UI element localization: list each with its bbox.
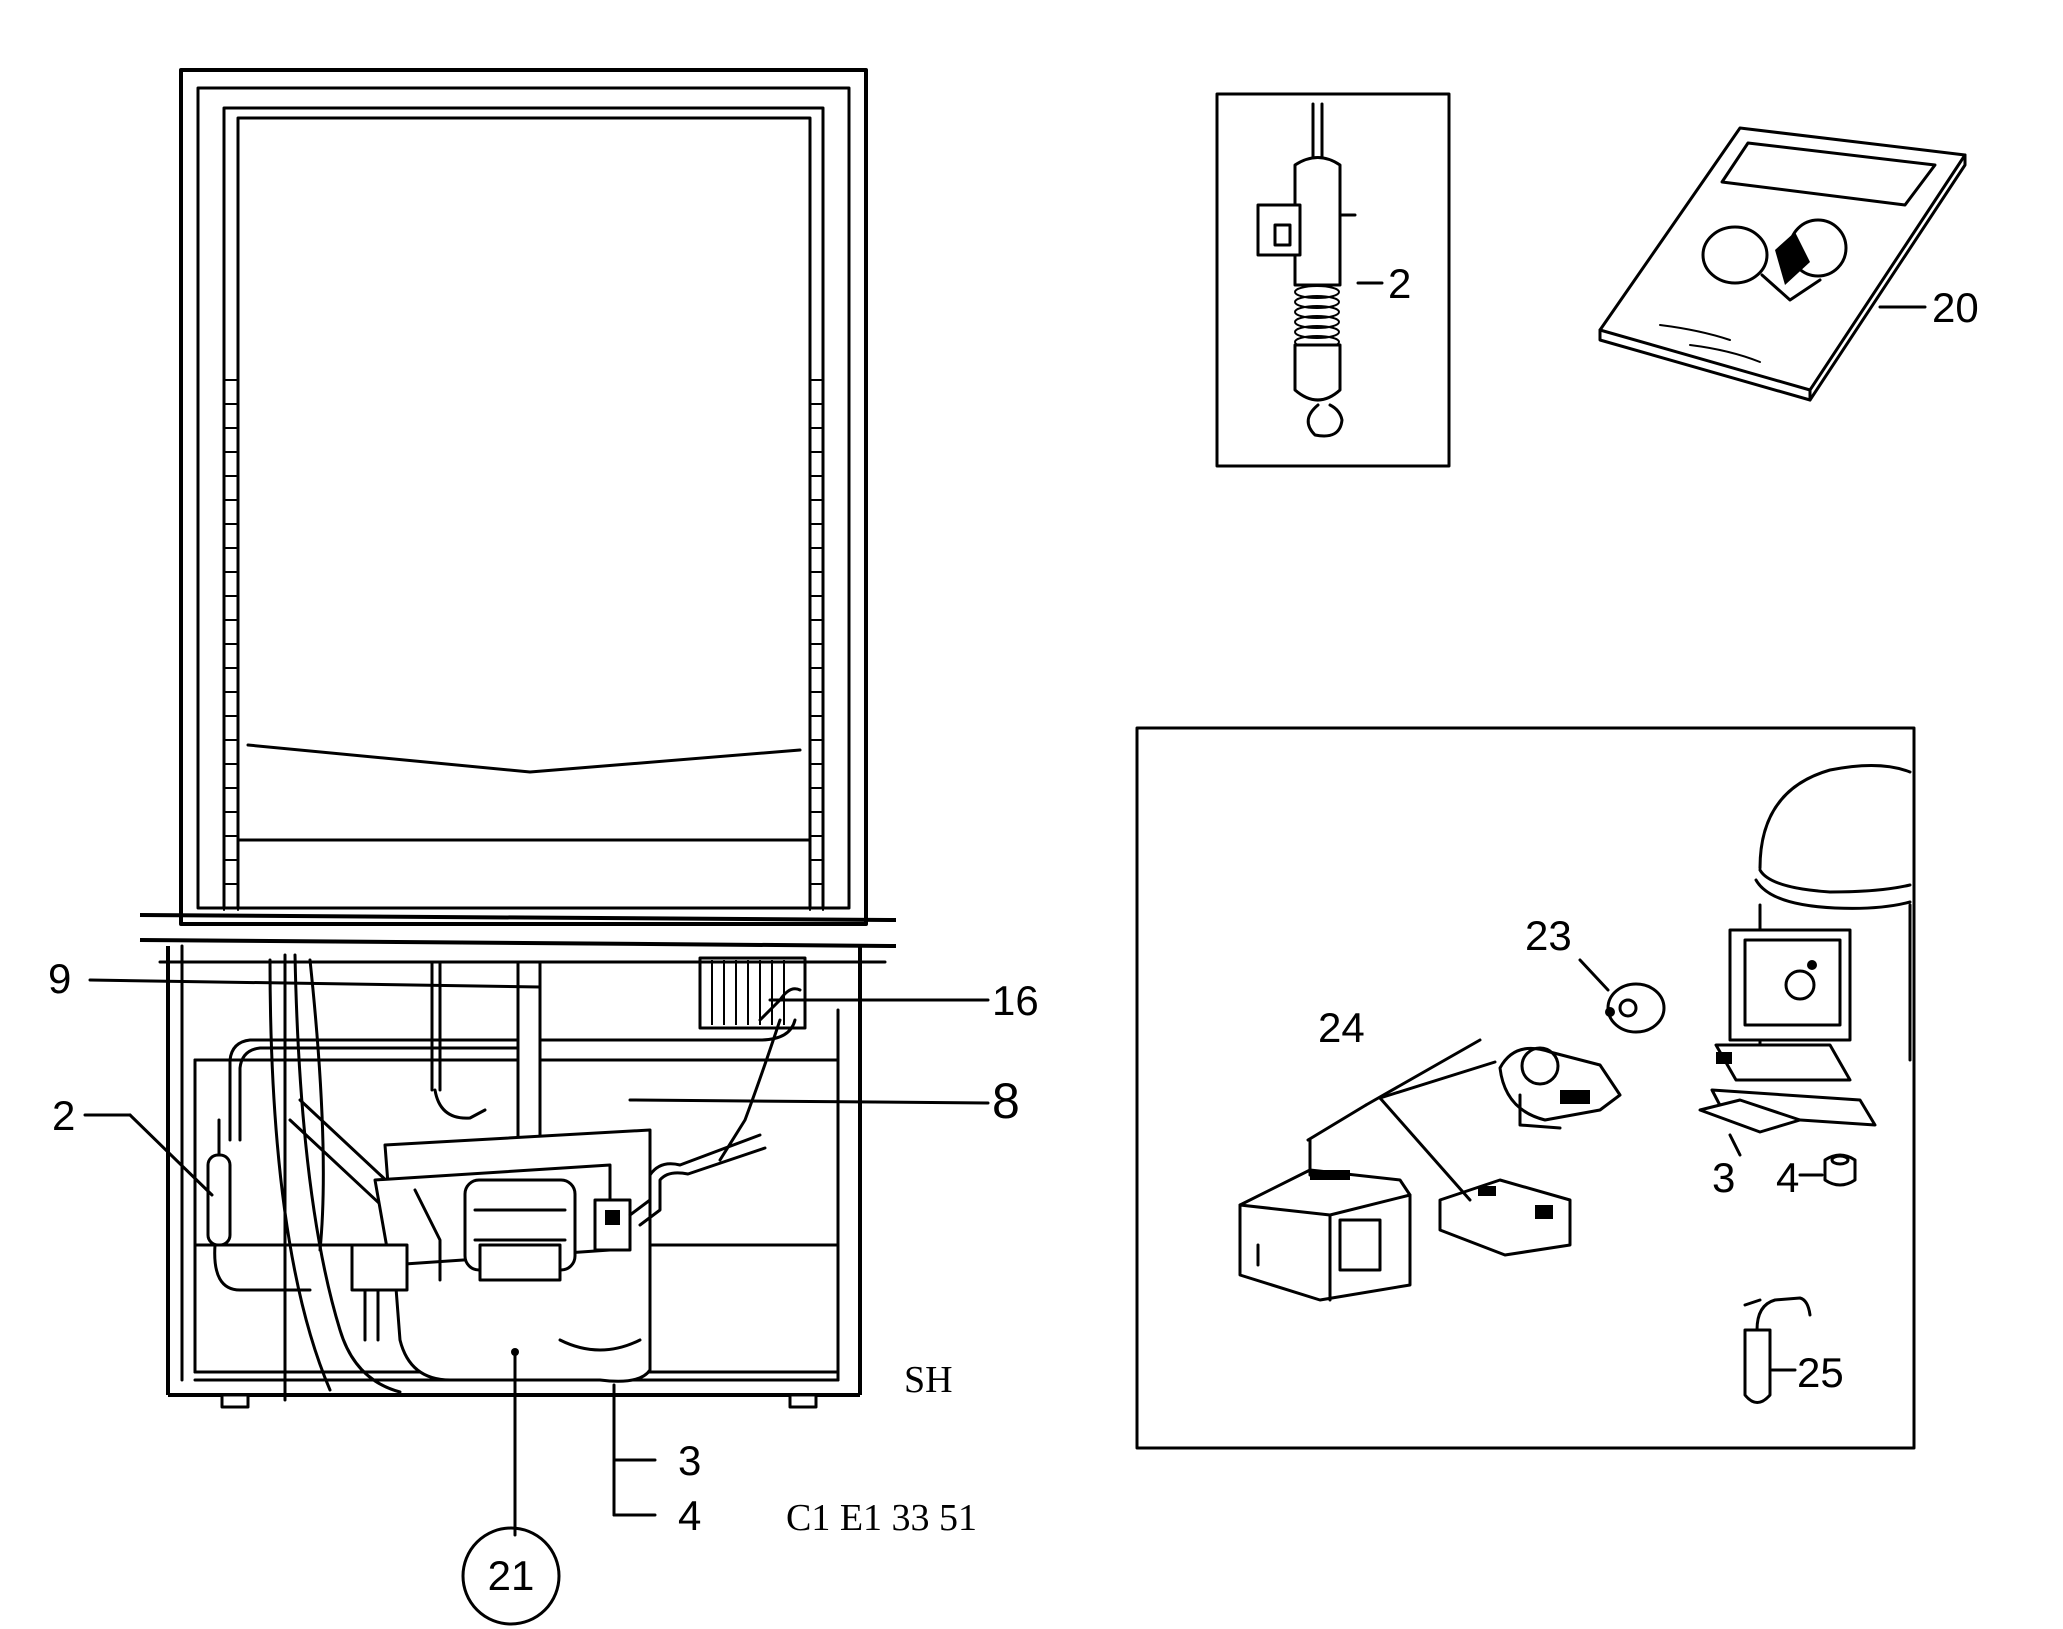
callout-9: 9: [48, 955, 71, 1002]
callout-20: 20: [1932, 284, 1979, 331]
callout-4-main: 4: [678, 1492, 701, 1539]
compressor: [350, 1128, 767, 1383]
callout-2-main: 2: [52, 1092, 75, 1139]
filter-drier: [206, 1118, 312, 1292]
callout-21-circle: [461, 1526, 561, 1626]
callout-2-inset: 2: [1388, 260, 1411, 307]
callout-16: 16: [992, 977, 1039, 1024]
condenser-grille: [698, 956, 807, 1030]
callout-4-inset: 4: [1776, 1154, 1799, 1201]
variant-label: SH: [904, 1359, 953, 1401]
filter-drier-inset: [1215, 92, 1451, 468]
callout-3-inset: 3: [1712, 1154, 1735, 1201]
refrigerator-cabinet-drawing: [139, 68, 897, 1409]
callout-8: 8: [992, 1073, 1020, 1129]
drawing-code: C1 E1 33 51: [786, 1497, 977, 1539]
instruction-manual: [1598, 126, 1967, 402]
callout-21: 21: [488, 1552, 535, 1599]
main-leader-lines: [83, 978, 990, 1537]
callout-3-main: 3: [678, 1437, 701, 1484]
callout-23: 23: [1525, 912, 1572, 959]
callout-25: 25: [1797, 1349, 1844, 1396]
electrical-parts-inset: [1135, 726, 1916, 1450]
callout-24: 24: [1318, 1004, 1365, 1051]
gasket-left: [223, 369, 239, 911]
